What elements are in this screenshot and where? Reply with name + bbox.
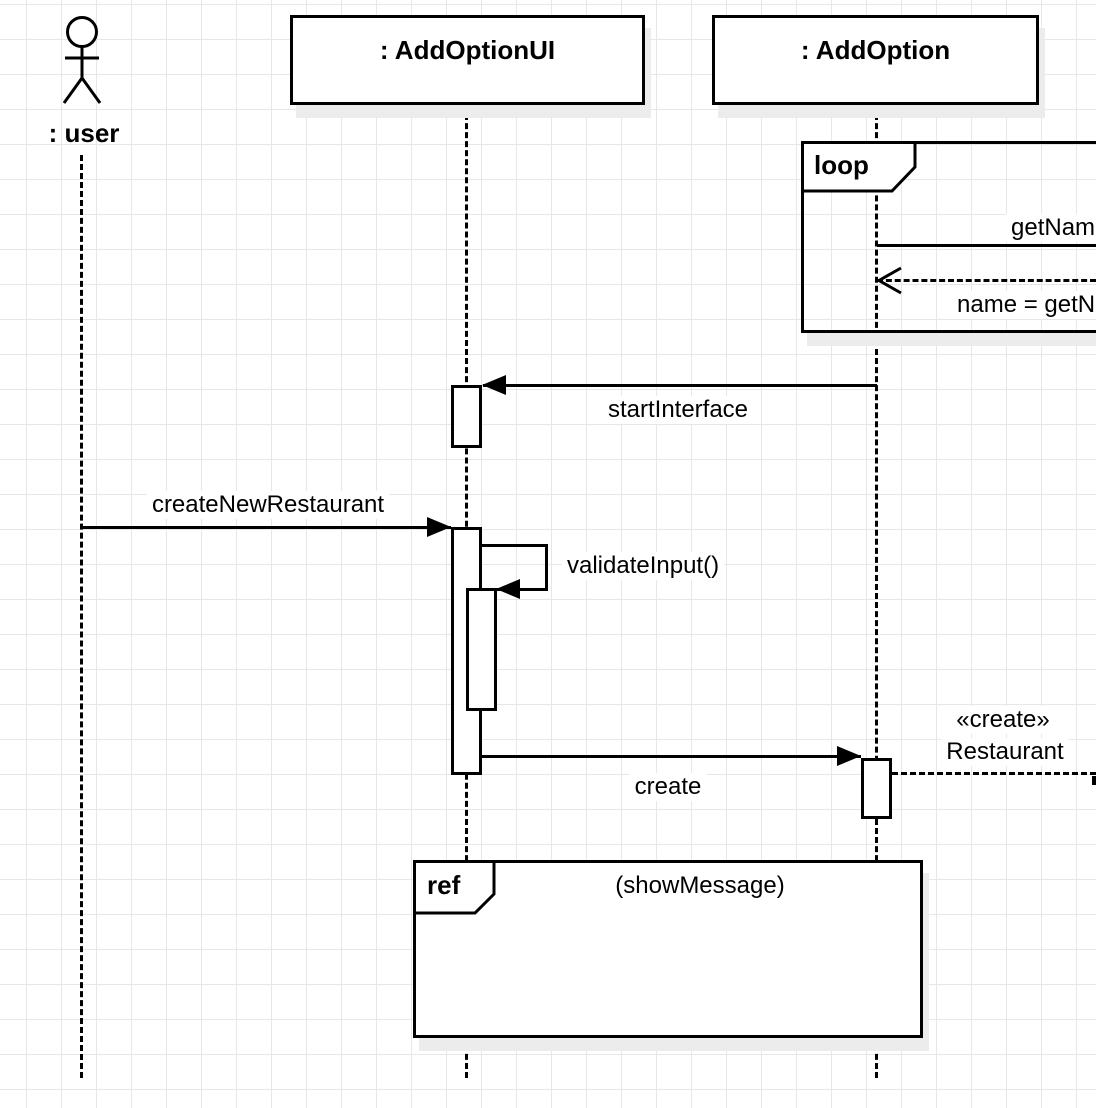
activation-bar-ui-3 — [466, 588, 497, 711]
ref-frame-pentagon — [413, 860, 496, 915]
filled-arrowhead-right-icon — [837, 746, 861, 766]
activation-bar-ui-1 — [451, 385, 482, 448]
message-line-createnewrestaurant — [82, 526, 451, 529]
message-label-create: create — [629, 773, 707, 801]
message-label-startinterface: startInterface — [602, 396, 754, 424]
message-label-getname: getName — [1006, 214, 1096, 242]
ref-frame — [413, 860, 923, 1038]
ref-body-label: (showMessage) — [615, 872, 785, 899]
lifeline-addoption — [875, 105, 878, 1078]
message-line-create — [482, 755, 861, 758]
filled-arrowhead-left-icon — [496, 579, 520, 599]
loop-operator-label: loop — [814, 150, 869, 180]
message-label-create-stereotype: «create» — [951, 706, 1055, 734]
message-label-name-return: name = getName — [952, 291, 1096, 319]
filled-arrowhead-right-icon — [427, 517, 451, 537]
message-label-createnewrestaurant: createNewRestaurant — [146, 491, 390, 519]
self-message-bottom-line — [497, 588, 548, 591]
ref-operator-label: ref — [427, 870, 461, 900]
self-message-right-line — [545, 544, 548, 591]
message-line-getname — [877, 244, 1096, 247]
clipped-arrowhead-fragment — [1092, 776, 1096, 785]
creation-message-line — [892, 772, 1096, 775]
loop-frame — [801, 141, 1096, 333]
activation-bar-addoption — [861, 758, 892, 819]
open-arrowhead-icon — [876, 266, 902, 295]
actor-figure-icon — [62, 16, 102, 104]
lifeline-user — [80, 155, 83, 1078]
actor-label: : user — [48, 118, 120, 148]
self-message-top-line — [482, 544, 548, 547]
object-addoption: : AddOption — [712, 15, 1039, 105]
object-addoptionui: : AddOptionUI — [290, 15, 645, 105]
message-label-validateinput: validateInput() — [562, 552, 725, 580]
message-label-restaurant: Restaurant — [941, 738, 1069, 766]
return-line-name — [877, 279, 1096, 282]
message-line-startinterface — [483, 384, 877, 387]
filled-arrowhead-left-icon — [482, 375, 506, 395]
loop-frame-pentagon — [801, 141, 917, 193]
